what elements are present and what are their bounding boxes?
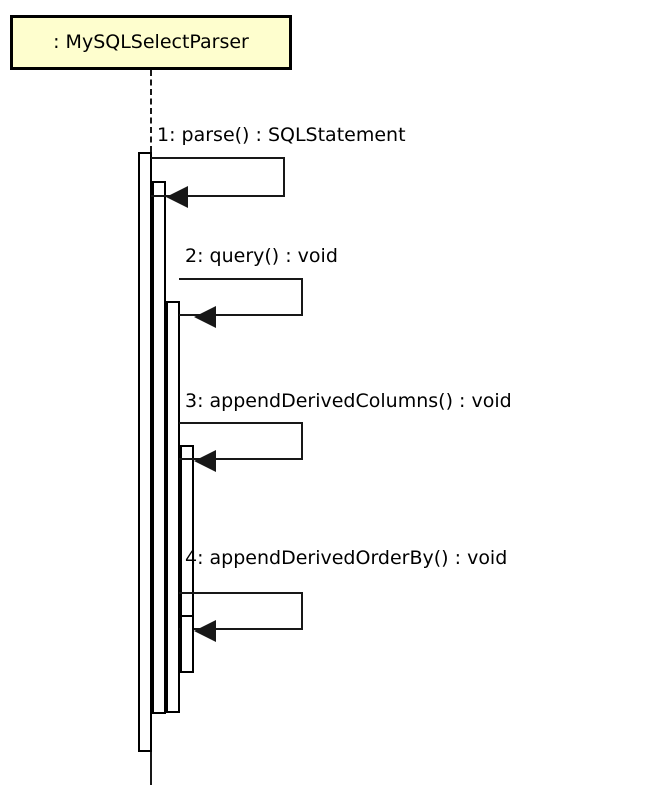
- self-message-loop-4: [179, 592, 303, 630]
- arrow-head-1: [166, 186, 188, 208]
- self-message-loop-2: [179, 278, 303, 316]
- activation-bar-level-2: [152, 181, 166, 714]
- arrow-head-4: [194, 620, 216, 642]
- arrow-head-2: [194, 306, 216, 328]
- participant-box-mysqlselectparser[interactable]: : MySQLSelectParser: [10, 15, 292, 70]
- self-message-loop-1: [151, 157, 285, 197]
- lifeline-solid-bottom: [150, 752, 152, 785]
- message-label-1: 1: parse() : SQLStatement: [157, 124, 406, 146]
- arrow-head-3: [194, 450, 216, 472]
- message-label-3: 3: appendDerivedColumns() : void: [185, 390, 512, 412]
- activation-bar-level-5: [180, 615, 194, 673]
- message-label-2: 2: query() : void: [185, 245, 338, 267]
- message-label-4: 4: appendDerivedOrderBy() : void: [185, 547, 508, 569]
- self-message-loop-3: [179, 422, 303, 460]
- lifeline-dashed-top: [150, 70, 152, 152]
- participant-label: : MySQLSelectParser: [53, 31, 249, 53]
- activation-bar-level-1: [138, 152, 152, 752]
- activation-bar-level-3: [166, 301, 180, 713]
